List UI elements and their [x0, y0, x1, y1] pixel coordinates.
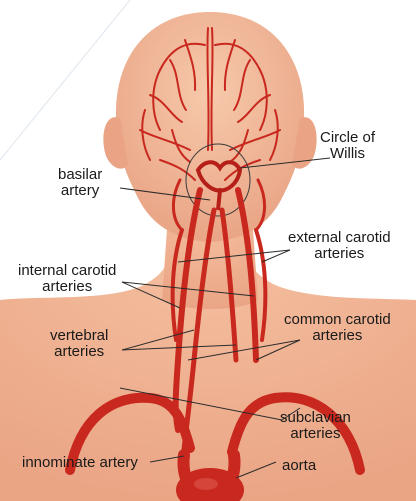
label-subclavian-line1: subclavian [280, 410, 351, 426]
label-innominate-artery: innominate artery [22, 455, 138, 471]
label-subclavian: subclavian arteries [280, 410, 351, 442]
label-vertebral-line1: vertebral [50, 328, 108, 344]
label-external-carotid-line1: external carotid [288, 230, 391, 246]
label-common-carotid-line1: common carotid [284, 312, 391, 328]
label-external-carotid: external carotid arteries [288, 230, 391, 262]
label-common-carotid-line2: arteries [284, 328, 391, 344]
label-circle-of-willis-line2: Willis [320, 146, 375, 162]
label-common-carotid: common carotid arteries [284, 312, 391, 344]
label-subclavian-line2: arteries [280, 426, 351, 442]
label-vertebral-line2: arteries [50, 344, 108, 360]
label-vertebral: vertebral arteries [50, 328, 108, 360]
label-external-carotid-line2: arteries [288, 246, 391, 262]
label-basilar-artery-line1: basilar [58, 167, 102, 183]
label-circle-of-willis: Circle of Willis [320, 130, 375, 162]
label-internal-carotid: internal carotid arteries [18, 263, 116, 295]
label-internal-carotid-line1: internal carotid [18, 263, 116, 279]
label-basilar-artery: basilar artery [58, 167, 102, 199]
head-shape [116, 12, 304, 242]
label-basilar-artery-line2: artery [58, 183, 102, 199]
aortic-arch-highlight [194, 478, 218, 490]
label-aorta: aorta [282, 458, 316, 474]
label-internal-carotid-line2: arteries [18, 279, 116, 295]
label-circle-of-willis-line1: Circle of [320, 130, 375, 146]
